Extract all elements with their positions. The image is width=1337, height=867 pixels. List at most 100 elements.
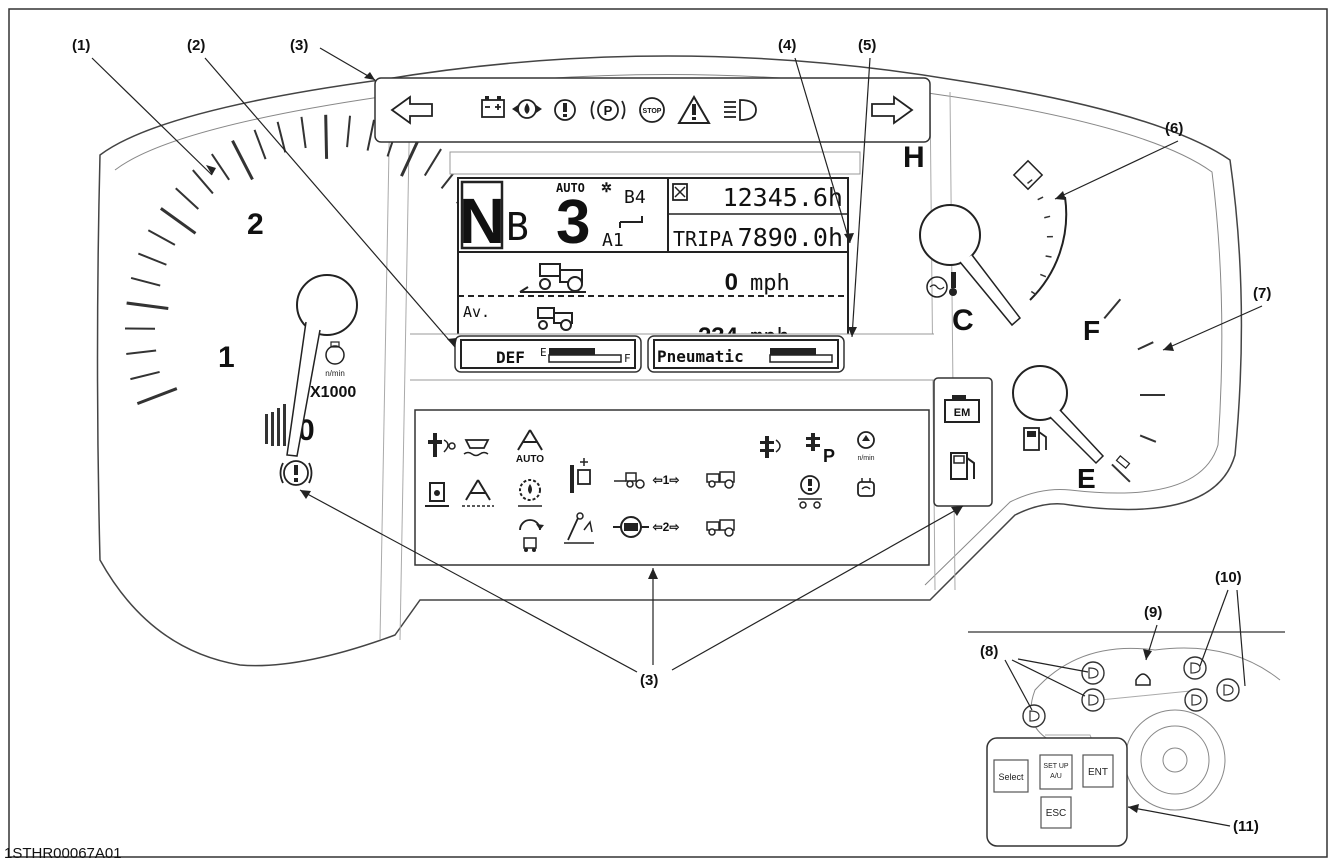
callout-6: (6) <box>1165 120 1183 137</box>
fuel-needle-hub <box>1012 365 1068 421</box>
range-2-indicator: ⇦2⇨ <box>652 520 680 534</box>
gauge-tick <box>1037 196 1044 201</box>
gauge-tick <box>1111 463 1131 483</box>
glow-plug-icon <box>857 478 875 497</box>
def-empty-mark: E <box>540 346 547 359</box>
fuel-pump-icon <box>1023 427 1047 451</box>
work-lamp-switch[interactable] <box>1184 688 1208 712</box>
def-label: DEF <box>496 348 525 367</box>
select-key-label: Select <box>998 772 1024 782</box>
callout-7: (7) <box>1253 285 1271 302</box>
work-lamp-switch[interactable] <box>1022 704 1046 728</box>
gauge-tick <box>126 349 157 355</box>
tractor-trailer-icon-1 <box>706 471 735 489</box>
tach-mark-1: 1 <box>218 341 235 374</box>
tach-needle <box>286 321 321 457</box>
temp-needle-hub <box>919 204 981 266</box>
turn-left-icon <box>390 95 433 125</box>
gauge-tick <box>1045 255 1052 258</box>
work-lamp-switches <box>1022 656 1240 728</box>
temp-hot-mark: H <box>903 141 925 174</box>
reverse-tractor-icon <box>614 472 645 489</box>
warning-lamp-strip <box>374 77 931 143</box>
work-lamp-switch[interactable] <box>1081 661 1105 685</box>
svg-text:P: P <box>604 103 613 118</box>
setup-key[interactable] <box>1039 754 1073 790</box>
transmission-oil-icon <box>518 479 542 507</box>
ent-key-label: ENT <box>1088 767 1108 778</box>
gauge-tick <box>130 276 161 287</box>
gauge-tick <box>253 129 267 160</box>
tractor-average-icon <box>537 307 573 331</box>
temp-needle <box>959 254 1022 327</box>
gauge-tick <box>366 119 375 151</box>
temp-scale-arc <box>1029 196 1068 301</box>
trip-value: 7890.0h <box>738 223 843 252</box>
hour-meter-value: 12345.6h <box>723 183 843 212</box>
temp-cold-mark: C <box>952 304 974 337</box>
gauge-tick <box>192 169 214 195</box>
fuel-tick-marks <box>1103 298 1165 483</box>
callout-11: (11) <box>1233 818 1259 835</box>
speed-unit: mph <box>750 271 790 296</box>
gauge-tick <box>130 370 160 381</box>
tractor-trailer-icon-2 <box>706 519 735 537</box>
gauge-tick <box>324 114 329 159</box>
work-lamp-switch[interactable] <box>1183 656 1207 680</box>
hour-meter-icon <box>672 183 688 201</box>
oil-pressure-icon <box>512 99 542 119</box>
lower-indicator-panel <box>414 409 930 566</box>
fuel-full-mark: F <box>1083 315 1100 346</box>
engine-rpm-icon: n/min <box>857 431 875 462</box>
gear-b: B <box>506 205 529 249</box>
gauge-tick <box>276 121 287 153</box>
svg-text:STOP: STOP <box>643 108 662 115</box>
auto-shift-gear-icon: ✲ <box>601 180 612 195</box>
work-lamp-switch[interactable] <box>1216 678 1240 702</box>
tach-needle-hub <box>296 274 358 336</box>
caution-icon <box>677 94 711 124</box>
gauge-tick <box>137 252 167 266</box>
gauge-tick <box>1103 298 1122 320</box>
low-fuel-icon <box>950 452 975 480</box>
gauge-tick <box>231 139 254 181</box>
esc-key-label: ESC <box>1046 808 1067 819</box>
fuel-empty-mark: E <box>1077 463 1096 494</box>
trailer-brake-icon <box>425 482 449 507</box>
setup-key-sublabel: A/U <box>1050 773 1062 780</box>
gear-range-box <box>460 180 504 250</box>
ent-key[interactable] <box>1082 754 1114 788</box>
gauge-tick <box>175 187 200 210</box>
callout-3-bottom: (3) <box>640 672 658 689</box>
callout-8: (8) <box>980 643 998 660</box>
b-level: B4 <box>624 187 646 208</box>
work-lamp-switch[interactable] <box>1081 688 1105 712</box>
gauge-tick <box>1139 434 1157 443</box>
def-full-mark: F <box>624 352 631 365</box>
speed-value: 0 <box>725 269 738 296</box>
setup-key-label: SET UP <box>1043 763 1068 770</box>
esc-key[interactable] <box>1040 796 1072 829</box>
stop-icon: STOP <box>639 97 665 123</box>
select-key[interactable] <box>993 759 1029 793</box>
temp-tick-marks <box>1027 179 1053 296</box>
callout-4: (4) <box>778 37 796 54</box>
gauge-tick <box>147 229 176 246</box>
pneumatic-label: Pneumatic <box>657 347 744 366</box>
gauge-tick <box>1044 215 1051 219</box>
work-lamp-icon <box>1029 710 1040 722</box>
work-lamp-icon <box>1088 667 1099 679</box>
svg-text:n/min: n/min <box>857 455 874 462</box>
work-lamp-icon <box>1190 662 1201 674</box>
gauge-tick <box>126 301 169 311</box>
front-loader-icon <box>570 458 591 493</box>
auto-hitch-icon: AUTO <box>516 429 544 465</box>
auto-hitch-return-icon <box>519 519 544 552</box>
tractor-speed-icon <box>519 263 586 293</box>
svg-text:P: P <box>823 446 835 466</box>
gauge-tick <box>346 115 352 148</box>
turn-right-icon <box>871 95 914 125</box>
pto-shaft-icon <box>428 433 456 457</box>
battery-charge-icon <box>481 96 505 118</box>
master-warning-icon <box>279 460 313 486</box>
